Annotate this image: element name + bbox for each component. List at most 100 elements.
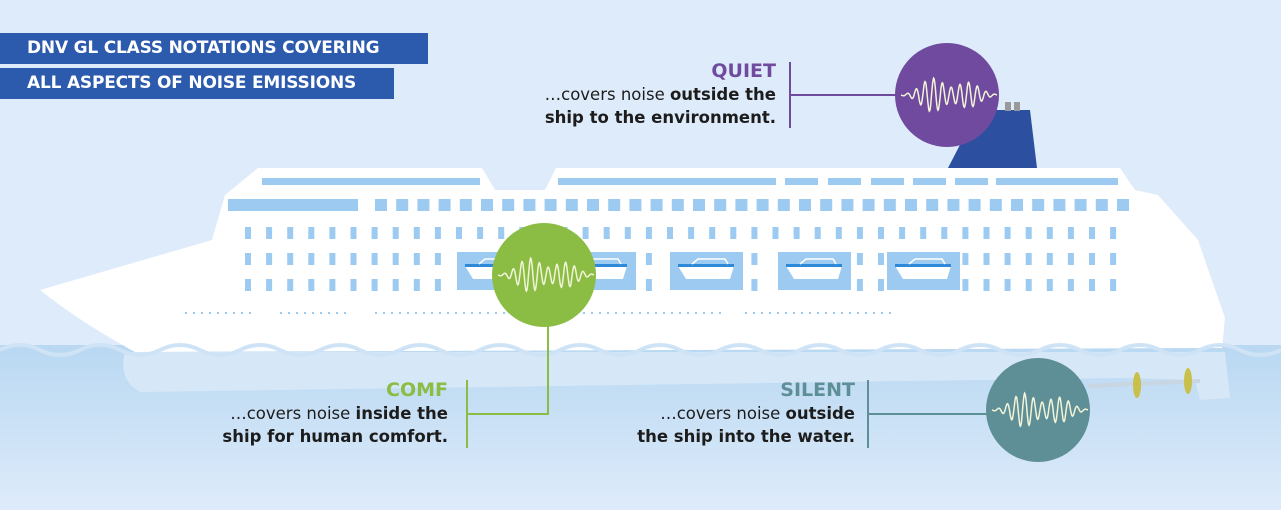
funnel-vent xyxy=(1014,102,1020,111)
window xyxy=(983,253,990,265)
window xyxy=(1089,279,1095,291)
propeller-icon xyxy=(1133,368,1192,398)
porthole xyxy=(463,312,465,314)
porthole xyxy=(583,312,585,314)
window xyxy=(287,227,294,239)
window xyxy=(371,253,378,265)
porthole xyxy=(217,312,219,314)
lifeboat-stripe xyxy=(786,264,842,267)
porthole xyxy=(769,312,771,314)
porthole xyxy=(753,312,755,314)
porthole xyxy=(687,312,689,314)
porthole xyxy=(591,312,593,314)
window xyxy=(603,227,610,239)
window xyxy=(396,199,409,211)
window xyxy=(308,227,315,239)
window xyxy=(983,227,990,239)
deck-window xyxy=(228,199,358,211)
porthole xyxy=(320,312,322,314)
porthole xyxy=(889,312,891,314)
window xyxy=(709,227,716,239)
window xyxy=(523,199,536,211)
funnel-vent xyxy=(1005,102,1011,111)
window xyxy=(329,279,336,291)
porthole xyxy=(607,312,609,314)
quiet-sound-wave-icon xyxy=(900,76,998,113)
window xyxy=(392,253,399,265)
window xyxy=(1004,253,1011,265)
lifeboat-stripe xyxy=(895,264,951,267)
porthole xyxy=(185,312,187,314)
window xyxy=(434,253,441,265)
porthole xyxy=(241,312,243,314)
porthole xyxy=(487,312,489,314)
window xyxy=(983,279,990,291)
window xyxy=(308,279,315,291)
window xyxy=(434,279,441,291)
porthole xyxy=(439,312,441,314)
porthole xyxy=(225,312,227,314)
silent-desc: …covers noise xyxy=(660,404,786,423)
deck-window xyxy=(828,178,861,185)
deck-window xyxy=(913,178,946,185)
deck-window xyxy=(262,178,480,185)
window xyxy=(941,227,948,239)
silent-circle xyxy=(986,358,1090,462)
ship-windows xyxy=(228,178,1129,291)
window xyxy=(688,227,695,239)
porthole xyxy=(415,312,417,314)
window xyxy=(1117,199,1129,211)
header-line-2: ALL ASPECTS OF NOISE EMISSIONS xyxy=(0,68,394,99)
window xyxy=(814,227,821,239)
window xyxy=(883,199,896,211)
porthole xyxy=(857,312,859,314)
deck-window xyxy=(996,178,1118,185)
window xyxy=(799,199,811,211)
window xyxy=(735,199,748,211)
window xyxy=(413,279,420,291)
window xyxy=(624,227,631,239)
window xyxy=(751,227,758,239)
comf-label: COMF …covers noise inside the ship for h… xyxy=(222,378,448,448)
window xyxy=(266,227,273,239)
window xyxy=(287,279,294,291)
window xyxy=(417,199,430,211)
porthole xyxy=(615,312,617,314)
porthole xyxy=(841,312,843,314)
comf-desc-bold: inside the xyxy=(355,404,448,423)
window xyxy=(587,199,599,211)
window xyxy=(481,199,493,211)
lifeboat-stripe xyxy=(571,264,627,267)
window xyxy=(947,199,960,211)
window xyxy=(1025,279,1032,291)
window xyxy=(608,199,621,211)
window xyxy=(1004,227,1011,239)
porthole xyxy=(407,312,409,314)
porthole xyxy=(201,312,203,314)
porthole xyxy=(703,312,705,314)
window xyxy=(582,227,589,239)
window xyxy=(266,253,273,265)
window xyxy=(1046,279,1053,291)
porthole xyxy=(495,312,497,314)
porthole xyxy=(383,312,385,314)
window xyxy=(245,253,251,265)
window xyxy=(962,253,969,265)
window xyxy=(245,227,251,239)
window xyxy=(477,227,484,239)
porthole xyxy=(471,312,473,314)
porthole xyxy=(193,312,195,314)
window xyxy=(308,253,315,265)
porthole xyxy=(671,312,673,314)
deck-window xyxy=(558,178,776,185)
window xyxy=(375,199,387,211)
window xyxy=(905,199,917,211)
silent-desc-bold: outside xyxy=(785,404,855,423)
window xyxy=(878,253,884,265)
porthole xyxy=(479,312,481,314)
window xyxy=(629,199,642,211)
window xyxy=(968,199,981,211)
porthole xyxy=(711,312,713,314)
silent-label: SILENT …covers noise outside the ship in… xyxy=(637,378,855,448)
